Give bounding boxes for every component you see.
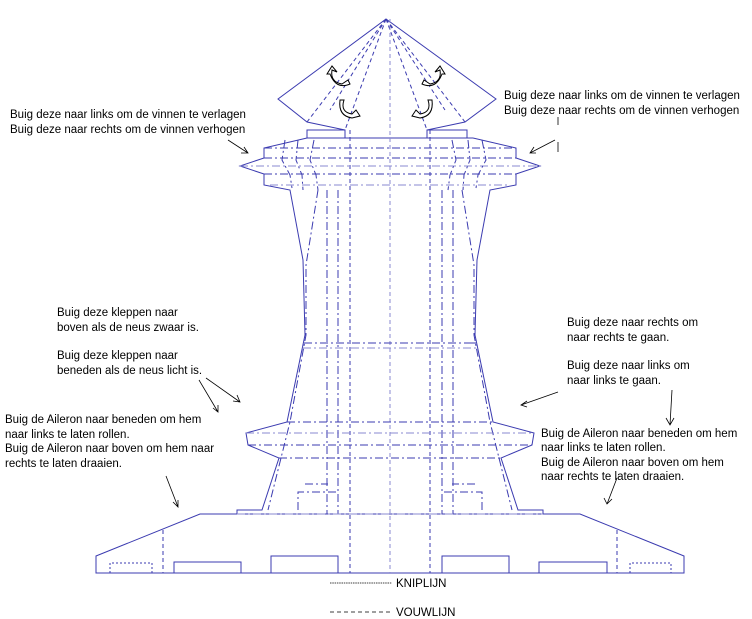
- flaps-up-2: boven als de neus zwaar is.: [57, 322, 199, 334]
- aileron-right-1: Buig de Aileron naar beneden om hem: [541, 428, 737, 440]
- nose-tab-left: [306, 129, 346, 139]
- rudder-right-1: Buig deze naar rechts om: [567, 317, 698, 329]
- fin-instruction-right-1: Buig deze naar links om de vinnen te ver…: [504, 90, 740, 102]
- pointer-arrows: [165, 117, 675, 508]
- aileron-right-3: Buig de Aileron naar boven om hem: [541, 457, 724, 469]
- aileron-left-4: rechts te laten draaien.: [5, 458, 122, 470]
- rudder-right-2: naar rechts te gaan.: [567, 332, 669, 344]
- legend-fold-line: VOUWLIJN: [396, 607, 455, 619]
- bottom-tabs: [109, 555, 672, 573]
- fin-folds: [240, 139, 540, 191]
- rotate-arrow-icons: [326, 65, 446, 119]
- flaps-up-1: Buig deze kleppen naar: [57, 307, 178, 319]
- aileron-right-4: naar rechts te laten draaien.: [541, 471, 684, 483]
- nose-tab-right: [426, 129, 468, 139]
- aileron-left-1: Buig de Aileron naar beneden om hem: [5, 414, 201, 426]
- flaps-down-2: beneden als de neus licht is.: [57, 365, 202, 377]
- aileron-left-2: naar links te laten rollen.: [5, 429, 130, 441]
- fin-instruction-left-1: Buig deze naar links om de vinnen te ver…: [10, 109, 246, 121]
- fin-instruction-right-2: Buig deze naar rechts om de vinnen verho…: [504, 105, 739, 117]
- nose: [277, 18, 497, 131]
- aileron-left-3: Buig de Aileron naar boven om hem naar: [5, 443, 214, 455]
- flaps-down-1: Buig deze kleppen naar: [57, 350, 178, 362]
- legend-cut-line: KNIPLIJN: [396, 578, 447, 590]
- aileron-right-2: naar links te laten rollen.: [541, 442, 666, 454]
- fin-instruction-left-2: Buig deze naar rechts om de vinnen verho…: [10, 124, 245, 136]
- legend: KNIPLIJN VOUWLIJN: [330, 578, 455, 619]
- rudder-left-1: Buig deze naar links om: [567, 360, 690, 372]
- body-folds: [162, 19, 618, 573]
- rudder-left-2: naar links te gaan.: [567, 375, 661, 387]
